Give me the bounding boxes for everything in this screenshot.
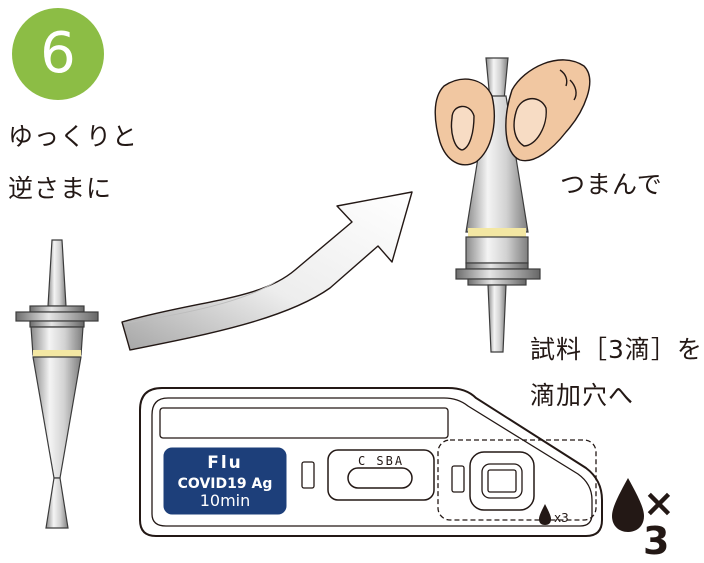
result-window-inner: [347, 467, 413, 489]
instruction-three-drops: 試料［3滴］を: [530, 335, 703, 364]
brand-flu: Flu: [207, 453, 243, 473]
brand-covid: COVID19 Ag: [178, 476, 273, 492]
window-label: C SBA: [358, 454, 404, 468]
sample-tube-inverted: [455, 57, 541, 353]
small-drop-count: x3: [554, 511, 569, 525]
small-drop-icon: [539, 504, 551, 525]
turn-over-arrow: [121, 191, 413, 351]
slot-left: [301, 461, 315, 489]
instruction-slowly: ゆっくりと: [8, 122, 139, 151]
instruction-into-well: 滴加穴へ: [530, 381, 635, 410]
drop-count: × 3: [643, 481, 675, 563]
pinching-fingers: [434, 59, 591, 166]
slot-right: [451, 465, 465, 493]
procedure-illustration: x3 Flu COVID19 Ag 10min C SBA: [15, 57, 644, 537]
brand-label: [163, 447, 287, 515]
brand-time: 10min: [200, 491, 251, 510]
sample-well-core: [487, 469, 517, 493]
sample-tube-upright: [15, 239, 99, 529]
sample-well-outline: [437, 439, 597, 521]
step-badge: [12, 8, 104, 100]
large-drop-icon: [612, 478, 644, 532]
instruction-pinch: つまんで: [560, 170, 663, 199]
step-number: 6: [40, 21, 76, 86]
test-cassette: [139, 387, 603, 537]
instruction-upside-down: 逆さまに: [8, 174, 113, 203]
